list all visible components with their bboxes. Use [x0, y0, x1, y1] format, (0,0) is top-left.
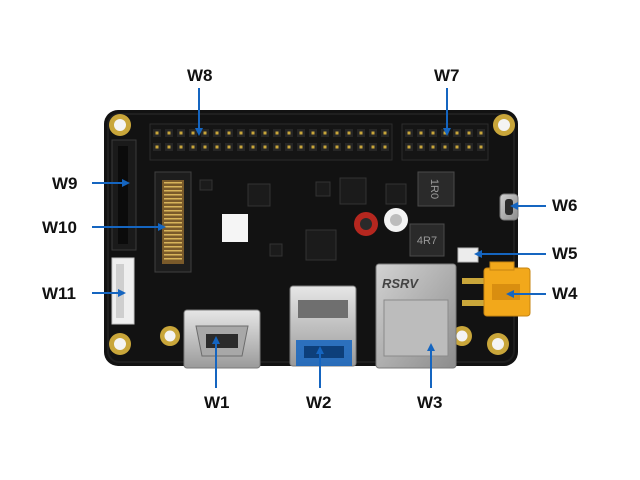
label-w11: W11 — [42, 284, 77, 303]
label-w1: W1 — [204, 393, 230, 412]
left-pin-header — [149, 123, 393, 161]
small-connector — [457, 247, 479, 263]
label-w6: W6 — [552, 196, 578, 215]
white-chip — [222, 214, 248, 242]
ic-chip — [385, 183, 407, 205]
label-w4: W4 — [552, 284, 578, 303]
mounting-hole-mid1 — [160, 326, 180, 346]
m2-slot — [154, 171, 192, 273]
mounting-hole-bl — [109, 333, 131, 355]
ic-chip — [269, 243, 283, 257]
label-w7: W7 — [434, 66, 460, 85]
audio-jack-white — [384, 208, 408, 232]
ic-chip — [247, 183, 271, 207]
mounting-hole-br — [487, 333, 509, 355]
ethernet-port: RSRV — [375, 263, 457, 369]
label-w8: W8 — [187, 66, 213, 85]
side-connector — [111, 257, 135, 325]
right-pin-header — [401, 123, 489, 161]
label-w3: W3 — [417, 393, 443, 412]
hdmi-port — [183, 309, 261, 369]
ic-chip — [305, 229, 337, 261]
mounting-hole-mid2 — [452, 326, 472, 346]
label-w2: W2 — [306, 393, 332, 412]
audio-jack-red — [354, 212, 378, 236]
inductor-top: 1R0 — [417, 171, 455, 207]
usb-a-port — [289, 285, 357, 367]
ic-chip — [315, 181, 331, 197]
ic-chip — [339, 177, 367, 205]
svg-text:1R0: 1R0 — [428, 179, 440, 199]
label-w10: W10 — [42, 218, 77, 237]
mounting-hole-tl — [109, 114, 131, 136]
mounting-hole-tr — [493, 114, 515, 136]
inductor-bottom: 4R7 — [409, 223, 445, 257]
label-w9: W9 — [52, 174, 78, 193]
svg-text:RSRV: RSRV — [382, 276, 419, 291]
ic-chip — [199, 179, 213, 191]
fpc-connector — [111, 139, 137, 251]
label-w5: W5 — [552, 244, 578, 263]
svg-text:4R7: 4R7 — [417, 235, 437, 247]
